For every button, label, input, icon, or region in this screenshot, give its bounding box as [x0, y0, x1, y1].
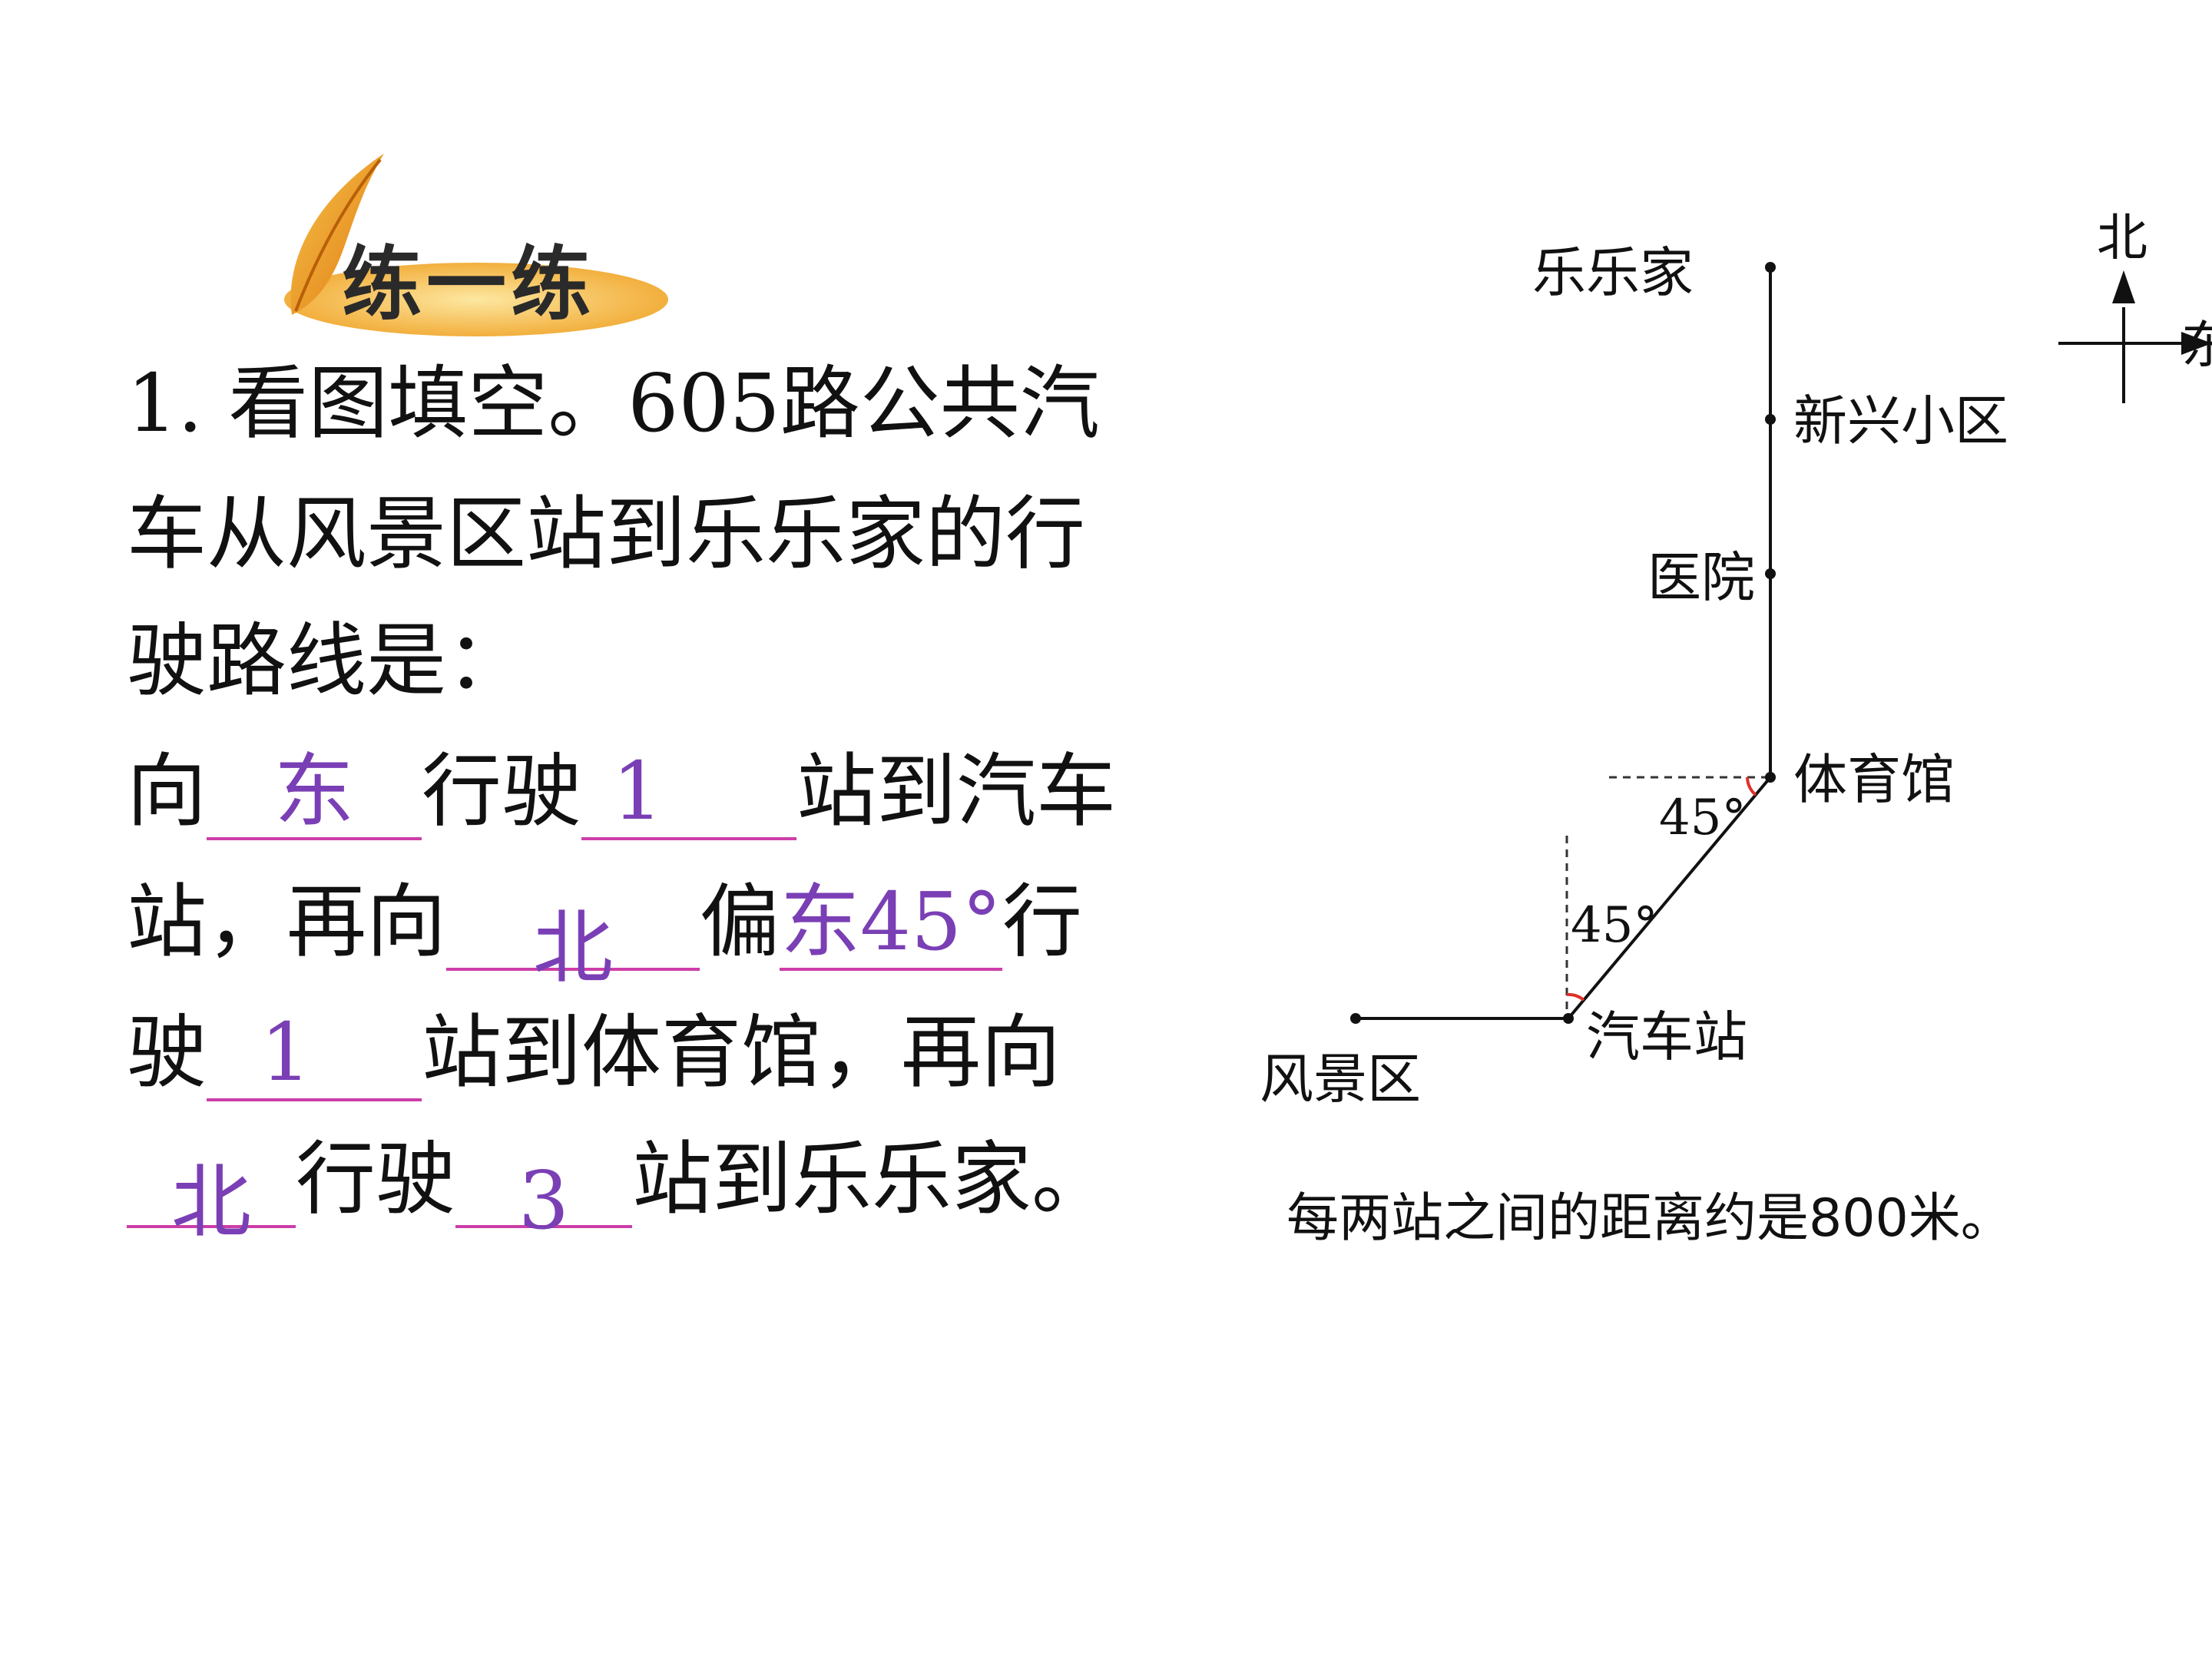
compass-north-arrow-icon	[2112, 270, 2135, 303]
problem-line-4: 向东行驶 1 站到汽车	[127, 745, 1116, 840]
answer-blank: 东45°	[780, 875, 1003, 971]
text-segment: 站到体育馆，再向	[422, 1005, 1061, 1099]
station-label-gym: 体育馆	[1793, 748, 1955, 811]
answer-text: 3	[518, 1154, 570, 1247]
station-label-lele-home: 乐乐家	[1532, 241, 1694, 304]
angle-label-lower: 45°	[1571, 897, 1658, 954]
station-dot-hospital	[1765, 568, 1776, 579]
problem-line-5: 站，再向北偏东45°行	[127, 875, 1083, 994]
answer-text: 东45°	[780, 875, 1002, 969]
answer-blank: 1	[207, 1006, 422, 1101]
angle-label-upper: 45°	[1659, 790, 1747, 846]
answer-text: 北	[533, 901, 614, 995]
station-label-xinxing: 新兴小区	[1793, 389, 2008, 452]
problem-line-7: 北行驶 3 站到乐乐家。	[127, 1132, 1112, 1248]
angle-arc-lower	[1566, 992, 1585, 1002]
answer-blank: 1	[581, 744, 797, 840]
station-dot-lele-home	[1765, 262, 1776, 273]
feather-icon	[284, 154, 668, 336]
answer-text: 东	[274, 744, 355, 838]
text-segment: 站到乐乐家。	[632, 1132, 1112, 1226]
station-dot-xinxing	[1765, 414, 1776, 425]
text-segment: 驶	[127, 1005, 207, 1099]
distance-note: 每两站之间的距离约是800米。	[1286, 1188, 2013, 1249]
angle-arc-upper	[1746, 777, 1757, 796]
answer-text: 北	[171, 1155, 251, 1249]
station-dot-scenic	[1350, 1013, 1361, 1024]
text-segment: 偏	[700, 875, 780, 969]
route-bus-to-gym	[1567, 776, 1772, 1020]
station-label-scenic: 风景区	[1260, 1048, 1421, 1111]
station-label-hospital: 医院	[1647, 546, 1755, 609]
route-lines	[1350, 262, 2212, 1024]
text-segment: 站，再向	[127, 875, 447, 969]
text-segment: 站到汽车	[796, 744, 1117, 838]
problem-line-2: 车从风景区站到乐乐家的行	[127, 487, 1086, 581]
problem-line-1: 1. 看图填空。605路公共汽	[127, 356, 1100, 450]
answer-blank: 东	[207, 745, 422, 840]
problem-line-3: 驶路线是：	[127, 614, 527, 707]
answer-text: 1	[612, 744, 664, 838]
section-header-badge: 练一练	[269, 138, 668, 353]
text-segment: 行	[1002, 875, 1083, 969]
answer-blank: 北	[127, 1133, 296, 1248]
answer-blank: 3	[455, 1133, 633, 1247]
route-map: 乐乐家 新兴小区 医院 体育馆 汽车站 风景区 45° 45° 北 东	[1229, 200, 2212, 1260]
answer-text: 1	[260, 1005, 312, 1099]
compass-east-label: 东	[2181, 316, 2212, 375]
section-title: 练一练	[342, 237, 596, 331]
station-label-bus: 汽车站	[1586, 1005, 1747, 1068]
compass-north-label: 北	[2097, 208, 2147, 267]
text-segment: 行驶	[296, 1132, 456, 1226]
text-segment: 行驶	[422, 744, 582, 838]
answer-blank: 北	[446, 876, 700, 994]
station-dot-bus	[1563, 1013, 1574, 1024]
station-dot-gym	[1765, 772, 1776, 783]
text-segment: 向	[127, 744, 207, 838]
compass-east-arrow-icon	[2181, 332, 2212, 355]
